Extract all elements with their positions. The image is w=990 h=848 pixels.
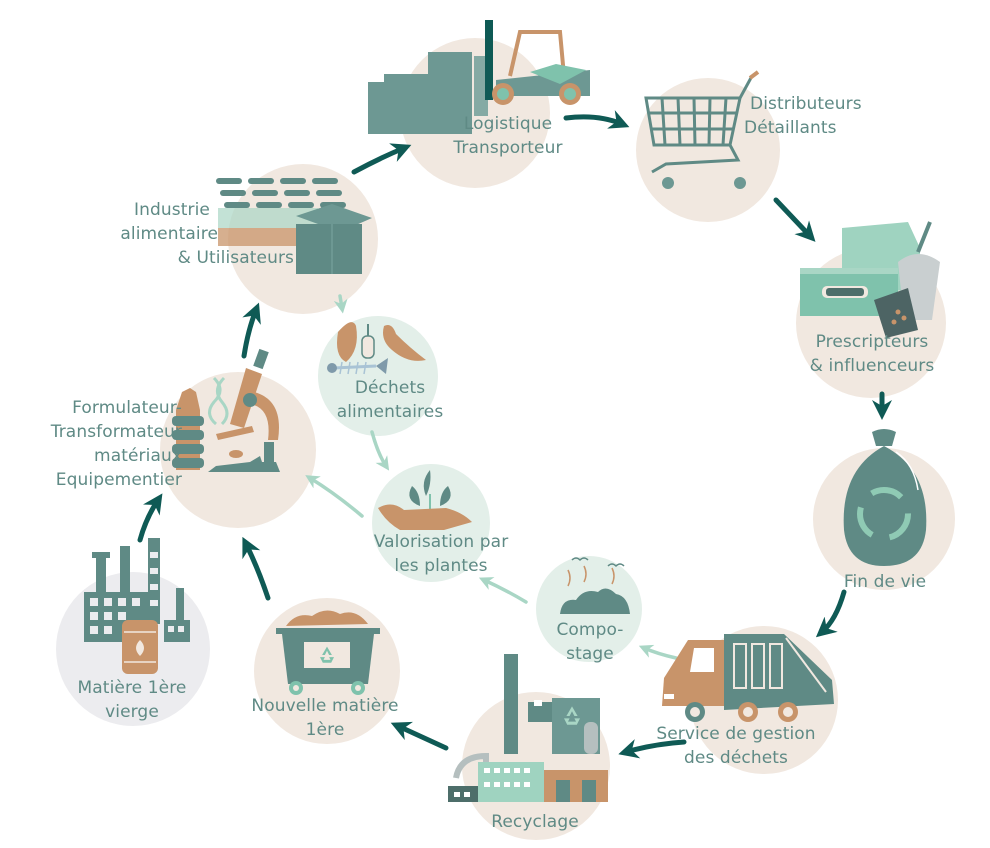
arrow-formulateur-to-industrie	[241, 302, 261, 359]
arrow-dechets-to-valorisation	[370, 430, 390, 471]
arrow-service-to-compost	[638, 644, 678, 660]
label-line: Recyclage	[491, 812, 579, 832]
label-line: Fin de vie	[843, 572, 927, 592]
label-line: Déchets	[354, 378, 426, 398]
label-line: Formulateur-	[72, 398, 182, 418]
label-line: Nouvelle matière	[251, 696, 399, 716]
node-label-dechets-alimentaires: Déchets alimentaires	[320, 376, 460, 424]
label-line: Prescripteurs	[815, 332, 929, 352]
arrow-industrie-to-logistique	[351, 143, 412, 175]
arrow-industrie-to-dechets	[333, 294, 348, 314]
node-label-formulateur: Formulateur- Transformateur matériaux Eq…	[10, 396, 182, 492]
label-line: Transformateur	[50, 422, 182, 442]
recycling-bag-icon	[843, 429, 927, 566]
label-line: vierge	[105, 702, 159, 722]
label-line: stage	[566, 644, 614, 664]
label-line: Transporteur	[453, 138, 563, 158]
arrow-service-to-recyclage	[618, 739, 687, 759]
arrow-valorisation-to-formulateur	[305, 475, 364, 518]
node-label-matiere-vierge: Matière 1ère vierge	[62, 676, 202, 724]
garbage-truck-icon	[662, 634, 834, 722]
label-line: alimentaires	[336, 402, 444, 422]
recycling-container-icon	[276, 610, 380, 695]
microscope-bottle-icon	[172, 348, 280, 472]
node-label-industrie: Industrie alimentaire & Utilisateurs	[100, 198, 294, 270]
arrow-nouvelle-to-formulateur	[242, 536, 271, 601]
node-label-nouvelle-matiere: Nouvelle matière 1ère	[234, 694, 416, 742]
forklift-boxes-icon	[368, 20, 590, 134]
jars-box-icon	[216, 178, 372, 274]
arrow-vierge-to-formulateur	[137, 493, 163, 543]
label-line: Industrie	[134, 200, 210, 220]
node-label-distributeurs: Distributeurs Détaillants	[744, 92, 862, 140]
label-line: 1ère	[305, 720, 345, 740]
label-line: & influenceurs	[809, 356, 935, 376]
label-line: Compo-	[556, 620, 624, 640]
arrow-logistique-to-distributeurs	[563, 110, 630, 129]
shopping-cart-icon	[644, 70, 760, 189]
node-label-fin-de-vie: Fin de vie	[820, 570, 950, 594]
food-waste-icon	[327, 322, 426, 375]
label-line: Equipementier	[55, 470, 182, 490]
node-label-prescripteurs: Prescripteurs & influenceurs	[796, 330, 948, 378]
arrow-compost-to-valorisation	[478, 577, 528, 604]
label-line: Détaillants	[744, 118, 837, 138]
label-line: Service de gestion	[656, 724, 816, 744]
label-line: Logistique	[463, 114, 553, 134]
node-label-logistique: Logistique Transporteur	[446, 112, 570, 160]
label-line: des déchets	[684, 748, 788, 768]
node-circle-distributeurs	[636, 78, 780, 222]
factory-barrel-icon	[84, 538, 190, 674]
node-label-service-dechets: Service de gestion des déchets	[636, 722, 836, 770]
node-label-valorisation: Valorisation par les plantes	[356, 530, 526, 578]
label-line: & Utilisateurs	[177, 248, 294, 268]
label-line: matériaux	[94, 446, 182, 466]
hand-plant-icon	[378, 470, 472, 530]
food-packaging-icon	[800, 221, 940, 338]
node-label-compostage: Compo- stage	[540, 618, 640, 666]
compost-heap-icon	[560, 557, 630, 614]
recycling-factory-icon	[448, 654, 608, 802]
arrow-fin-de-vie-to-service	[815, 589, 847, 638]
main-flow-arrows	[137, 110, 892, 759]
organic-flow-arrows	[305, 294, 678, 660]
label-line: Matière 1ère	[77, 678, 187, 698]
label-line: les plantes	[394, 556, 488, 576]
arrow-distributeurs-to-prescripteurs	[773, 197, 816, 242]
label-line: alimentaire	[120, 224, 218, 244]
node-label-recyclage: Recyclage	[470, 810, 600, 834]
label-line: Valorisation par	[373, 532, 509, 552]
label-line: Distributeurs	[750, 94, 862, 114]
arrow-recyclage-to-nouvelle	[390, 721, 449, 751]
